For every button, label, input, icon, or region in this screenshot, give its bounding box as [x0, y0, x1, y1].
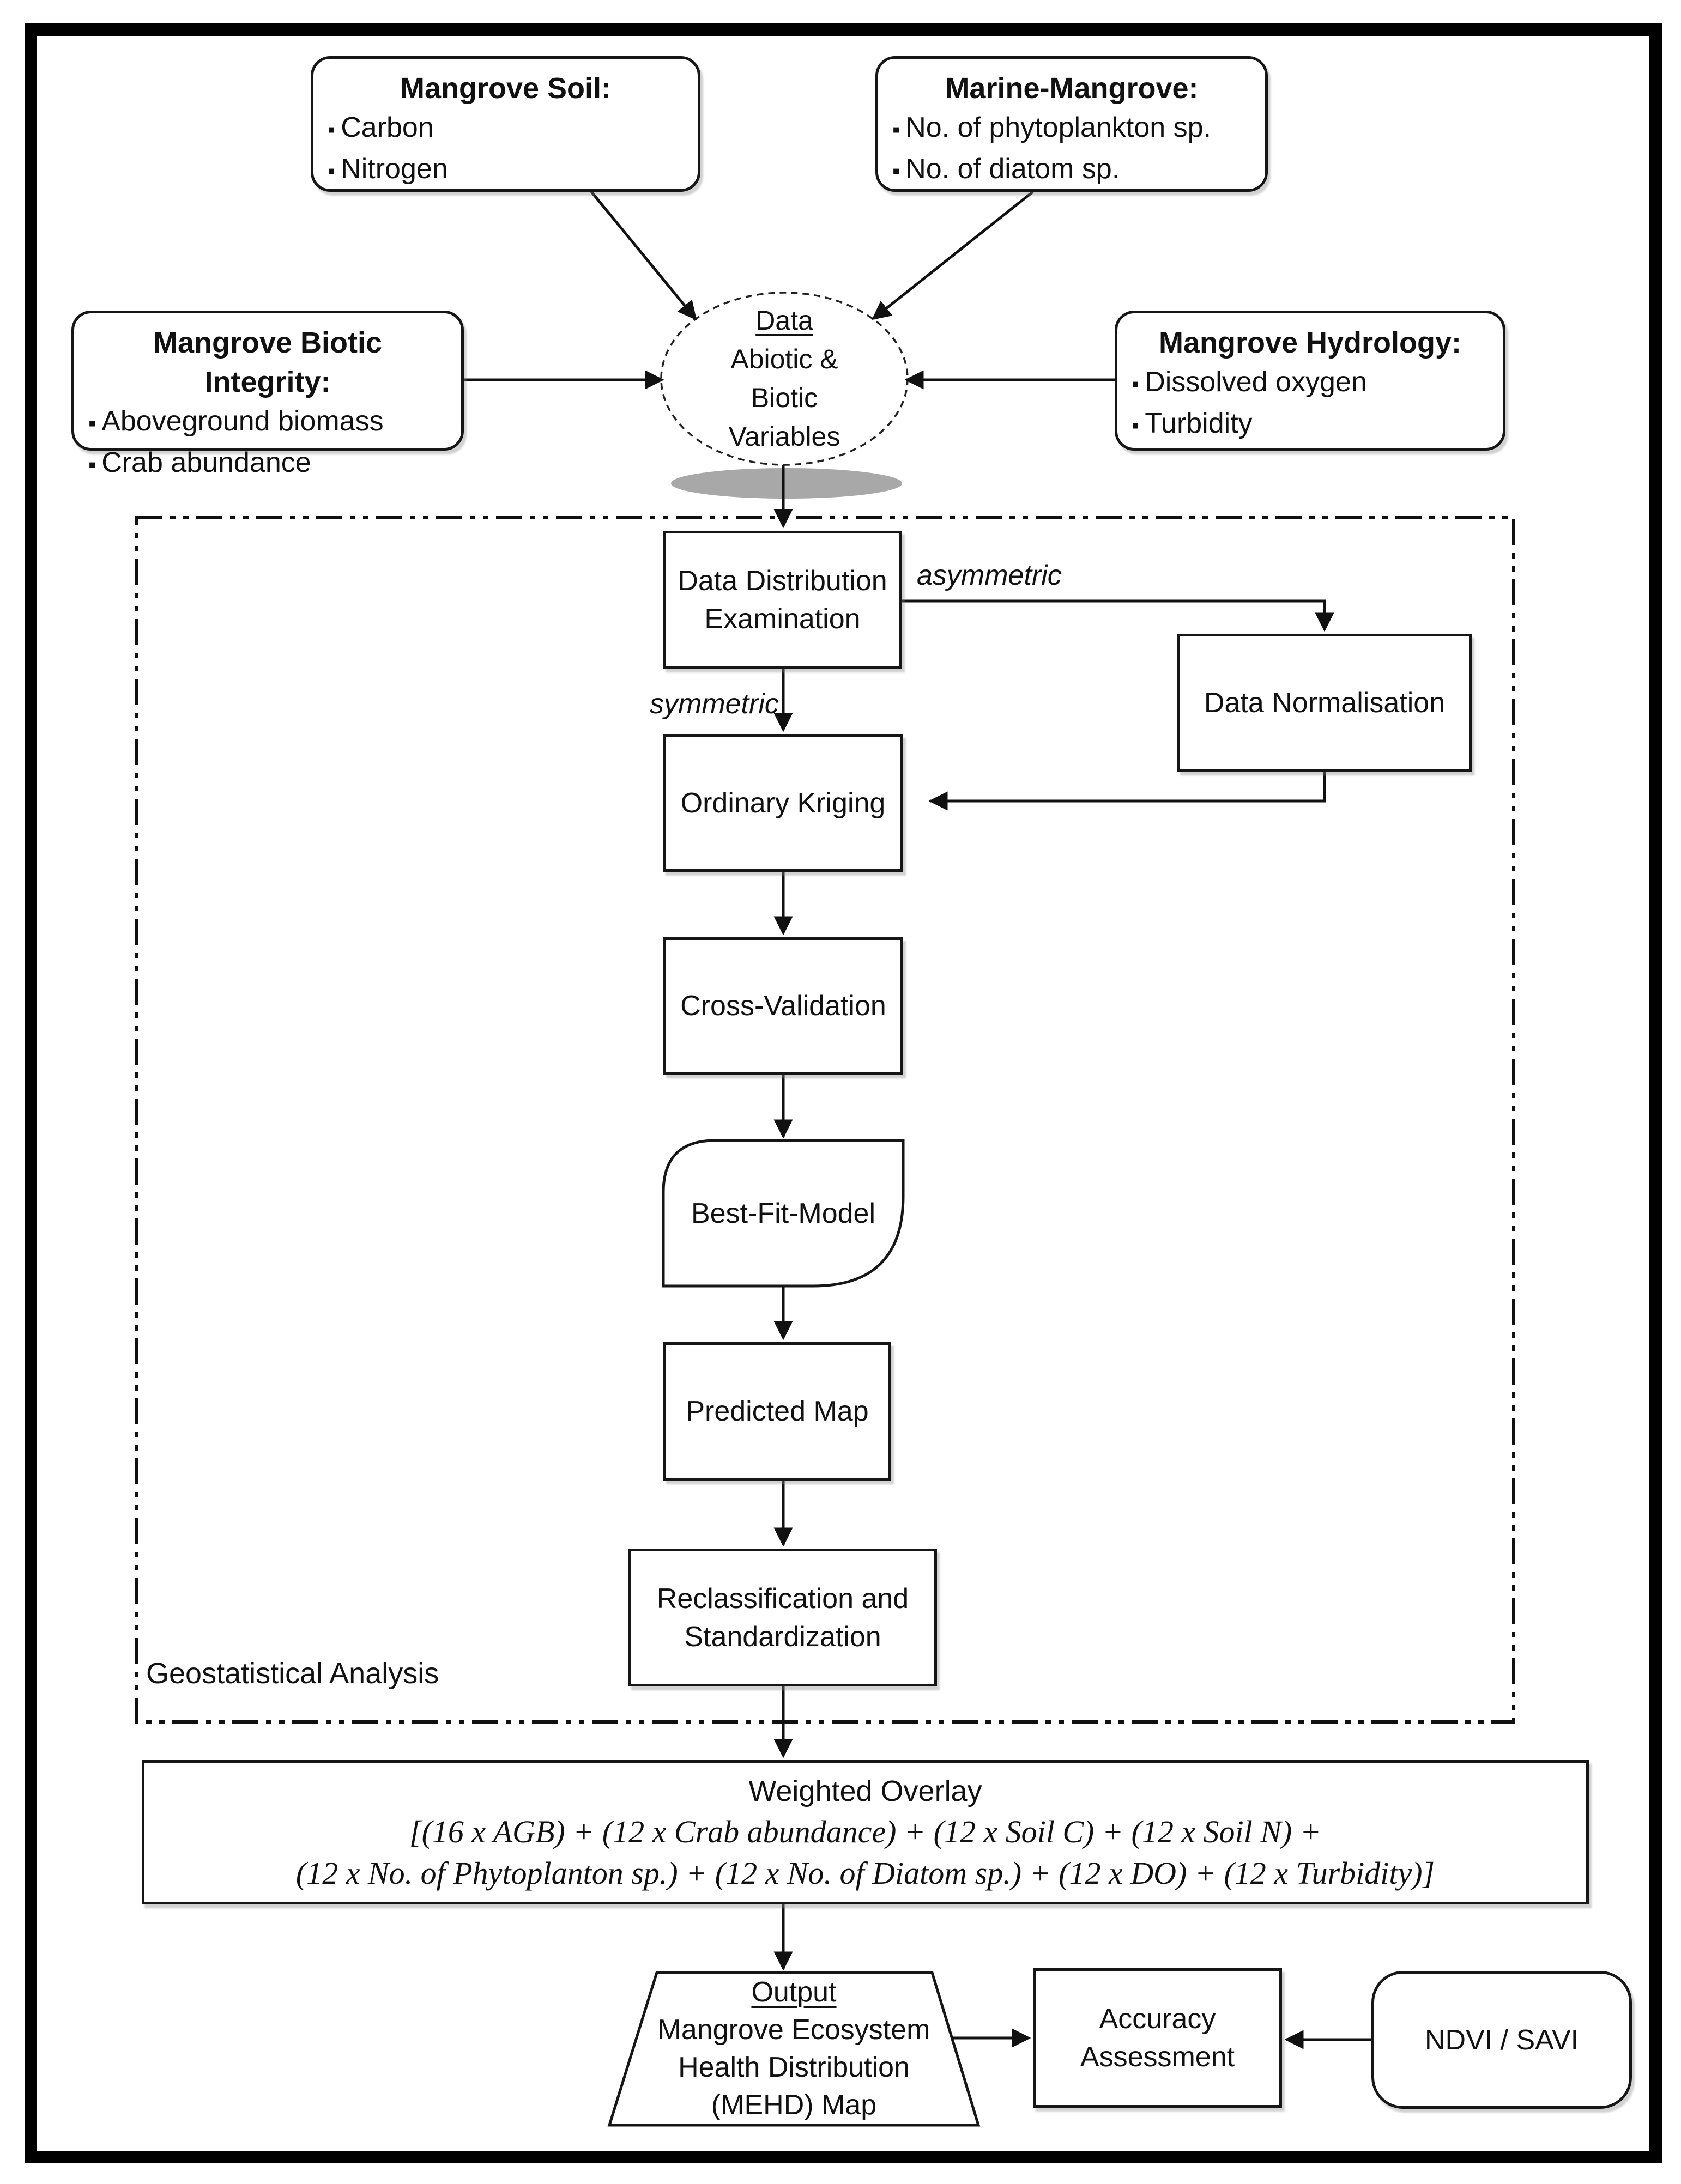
asymmetric-label: asymmetric [917, 560, 1062, 591]
geostatistical-analysis-dashed-border [135, 516, 1515, 1724]
ordinary-kriging-box: Ordinary Kriging [663, 734, 903, 872]
bullet-icon: ▪ [1132, 414, 1140, 438]
geostatistical-analysis-label: Geostatistical Analysis [146, 1657, 439, 1690]
marine-item-diatom: No. of diatom sp. [905, 153, 1120, 185]
reclassification-box: Reclassification and Standardization [628, 1549, 937, 1686]
weighted-overlay-box: Weighted Overlay [(16 x AGB) + (12 x Cra… [142, 1760, 1589, 1904]
marine-mangrove-title: Marine-Mangrove: [945, 72, 1199, 105]
mangrove-soil-box: Mangrove Soil: ▪ Carbon ▪ Nitrogen [311, 56, 700, 192]
arrow-soil-to-hub [590, 191, 697, 320]
biotic-item-crab: Crab abundance [101, 447, 311, 478]
bullet-icon: ▪ [328, 159, 336, 183]
accuracy-line2: Assessment [1080, 2041, 1235, 2073]
dde-line2: Examination [704, 603, 861, 635]
soil-item-nitrogen: Nitrogen [341, 153, 448, 185]
soil-item-carbon: Carbon [341, 112, 434, 143]
list-item: ▪ Carbon [328, 108, 684, 149]
output-label-wrap: Output Mangrove Ecosystem Health Distrib… [609, 1976, 978, 2121]
data-hub-label: Data Abiotic & Biotic Variables [661, 294, 908, 463]
symmetric-label: symmetric [650, 688, 779, 720]
bullet-icon: ▪ [328, 118, 336, 142]
weighted-overlay-title: Weighted Overlay [748, 1774, 982, 1807]
accuracy-line1: Accuracy [1099, 2003, 1216, 2035]
arrow-asymmetric-elbow [902, 599, 1334, 632]
accuracy-assessment-box: Accuracy Assessment [1033, 1968, 1282, 2108]
arrow-marine-to-hub [872, 191, 1034, 320]
hub-line-data: Data [755, 305, 813, 336]
biotic-item-biomass: Aboveground biomass [101, 405, 384, 437]
bullet-icon: ▪ [88, 453, 96, 477]
output-line-health: Health Distribution [678, 2052, 910, 2083]
ndvi-savi-box: NDVI / SAVI [1371, 1971, 1632, 2109]
data-normalisation-box: Data Normalisation [1177, 634, 1472, 772]
hydrology-title: Mangrove Hydrology: [1158, 326, 1462, 359]
list-item: ▪ No. of diatom sp. [892, 149, 1251, 191]
marine-mangrove-box: Marine-Mangrove: ▪ No. of phytoplankton … [875, 56, 1268, 192]
reclassification-line1: Reclassification and [656, 1582, 909, 1615]
bullet-icon: ▪ [892, 118, 900, 142]
dde-line1: Data Distribution [678, 565, 887, 597]
best-fit-model-label: Best-Fit-Model [691, 1197, 876, 1229]
marine-item-phytoplankton: No. of phytoplankton sp. [905, 112, 1211, 143]
arrow-normalisation-to-kriging [928, 772, 1326, 811]
best-fit-model-label-wrap: Best-Fit-Model [663, 1140, 903, 1286]
reclassification-line2: Standardization [684, 1621, 881, 1653]
list-item: ▪ Turbidity [1132, 404, 1489, 445]
cross-validation-box: Cross-Validation [663, 937, 903, 1075]
output-title: Output [751, 1976, 837, 2008]
arrows [464, 191, 1371, 2049]
hub-line-biotic: Biotic [751, 383, 818, 413]
ndvi-savi-label: NDVI / SAVI [1424, 2024, 1579, 2056]
page-border-frame [25, 23, 1662, 2163]
hub-line-abiotic: Abiotic & [730, 344, 838, 374]
biotic-integrity-title: Mangrove Biotic Integrity: [153, 326, 383, 398]
bullet-icon: ▪ [892, 159, 900, 183]
list-item: ▪ Aboveground biomass [88, 402, 447, 443]
list-item: ▪ Nitrogen [328, 149, 684, 191]
list-item: ▪ Dissolved oxygen [1132, 362, 1489, 404]
data-normalisation-label: Data Normalisation [1204, 687, 1446, 719]
hydrology-item-turbidity: Turbidity [1145, 408, 1253, 439]
weighted-overlay-formula-line1: [(16 x AGB) + (12 x Crab abundance) + (1… [409, 1813, 1321, 1849]
ordinary-kriging-label: Ordinary Kriging [680, 787, 886, 819]
output-trapezoid-shape [607, 1971, 981, 2127]
predicted-map-box: Predicted Map [663, 1342, 891, 1481]
output-line-ecosystem: Mangrove Ecosystem [657, 2014, 930, 2046]
output-line-mehd: (MEHD) Map [711, 2089, 877, 2121]
data-distribution-examination-box: Data Distribution Examination [663, 531, 902, 669]
list-item: ▪ Crab abundance [88, 443, 447, 484]
predicted-map-label: Predicted Map [686, 1396, 869, 1427]
bullet-icon: ▪ [88, 411, 96, 435]
hub-line-variables: Variables [728, 421, 840, 452]
cross-validation-label: Cross-Validation [680, 990, 886, 1022]
list-item: ▪ No. of phytoplankton sp. [892, 108, 1251, 149]
hydrology-box: Mangrove Hydrology: ▪ Dissolved oxygen ▪… [1115, 311, 1505, 451]
best-fit-model-shape [662, 1139, 905, 1288]
bullet-icon: ▪ [1132, 372, 1140, 396]
hydrology-item-oxygen: Dissolved oxygen [1145, 366, 1367, 398]
hub-shadow [671, 468, 902, 499]
mangrove-soil-title: Mangrove Soil: [400, 72, 612, 105]
biotic-integrity-box: Mangrove Biotic Integrity: ▪ Aboveground… [71, 311, 464, 478]
weighted-overlay-formula-line2: (12 x No. of Phytoplanton sp.) + (12 x N… [295, 1855, 1435, 1891]
